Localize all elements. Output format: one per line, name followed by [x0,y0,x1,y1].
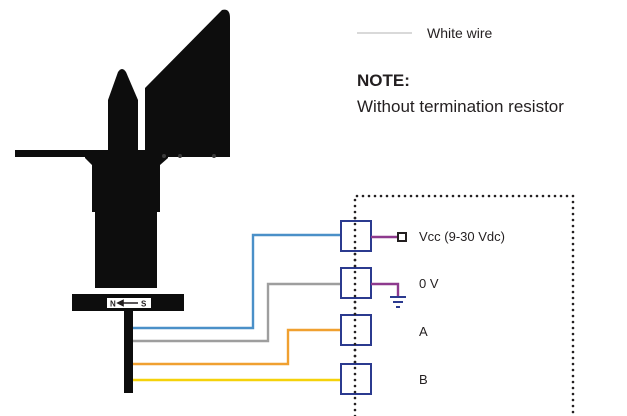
ns-marker-n: N [110,300,116,309]
terminal-label-a: A [419,324,428,339]
terminal-block-b [340,363,372,395]
note-text: Without termination resistor [357,97,564,116]
ground-icon [390,296,406,308]
sensor-post [124,311,133,393]
sensor-pointed-head [108,69,138,152]
vcc-terminal-square [397,232,407,242]
ns-marker-s: S [141,300,147,309]
terminal-block-a [340,314,372,346]
ground-jumper [371,282,400,296]
terminal-label-vcc: Vcc (9-30 Vdc) [419,229,505,244]
terminal-label-b: B [419,372,428,387]
ns-marker-arrow [116,299,138,307]
sensor-screw [212,154,216,158]
wind-sensor [15,9,230,393]
sensor-screw [162,154,166,158]
sensor-body [95,212,157,288]
legend-white-wire-label: White wire [427,25,493,41]
terminal-block-0v [340,267,372,299]
sensor-cap [85,152,168,212]
wire-vcc [133,233,341,330]
enclosure-border [353,194,575,416]
sensor-vane-fin [145,9,230,152]
wire-a [133,328,341,366]
sensor-screw [178,154,182,158]
terminal-label-0v: 0 V [419,276,439,291]
note-title: NOTE: [357,71,410,90]
wire-0v [133,282,341,343]
